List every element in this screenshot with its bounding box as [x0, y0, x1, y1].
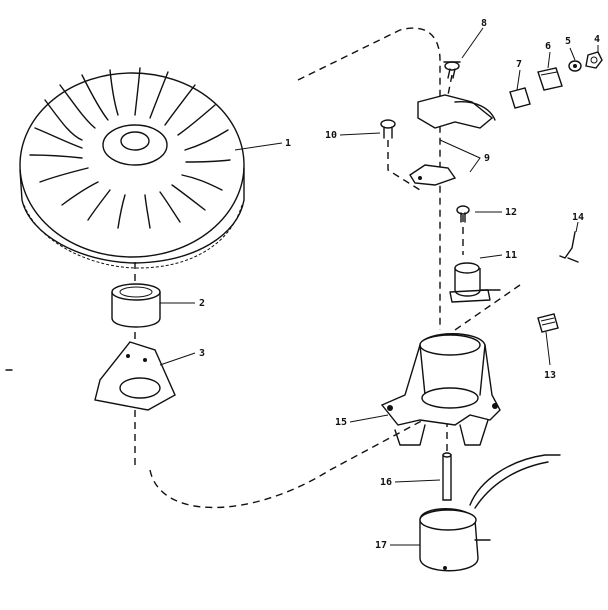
callout-8: 8 — [481, 18, 487, 29]
assembly-line-bolt10 — [387, 140, 421, 191]
pin — [442, 452, 452, 501]
assembly-line-flywheel-to-ring — [149, 394, 471, 509]
callout-13: 13 — [544, 370, 556, 381]
callout-1: 1 — [285, 138, 291, 149]
stator-plate — [380, 333, 501, 446]
callout-6: 6 — [545, 41, 551, 52]
callout-16: 16 — [380, 477, 392, 488]
flywheel — [19, 67, 245, 269]
bolt — [380, 119, 396, 139]
callout-5: 5 — [565, 36, 571, 47]
spring-clip — [559, 231, 579, 263]
felt-pad — [537, 313, 559, 333]
callout-14: 14 — [572, 212, 584, 223]
callout-4: 4 — [594, 34, 600, 45]
screw-condenser — [456, 205, 470, 223]
clip — [537, 67, 563, 91]
breaker-points — [409, 94, 496, 186]
nut — [585, 51, 603, 69]
callout-12: 12 — [505, 207, 517, 218]
washer — [568, 60, 582, 72]
assembly-line-coil — [454, 284, 521, 331]
condenser — [449, 262, 501, 303]
callout-labels: 1 2 3 4 5 6 7 8 9 10 11 12 13 14 15 16 1… — [199, 18, 600, 551]
callout-17: 17 — [375, 540, 387, 551]
callout-9: 9 — [484, 153, 490, 164]
callout-10: 10 — [325, 130, 337, 141]
spacer — [509, 87, 531, 109]
leader-lines — [159, 27, 599, 546]
callout-2: 2 — [199, 298, 205, 309]
callout-11: 11 — [505, 250, 517, 261]
callout-3: 3 — [199, 348, 205, 359]
bushing — [111, 283, 161, 328]
screen-plate — [94, 341, 176, 411]
assembly-line-upper — [297, 27, 441, 330]
ignition-coil — [419, 454, 561, 572]
callout-15: 15 — [335, 417, 347, 428]
screw-upper — [443, 61, 461, 79]
callout-7: 7 — [516, 59, 522, 70]
